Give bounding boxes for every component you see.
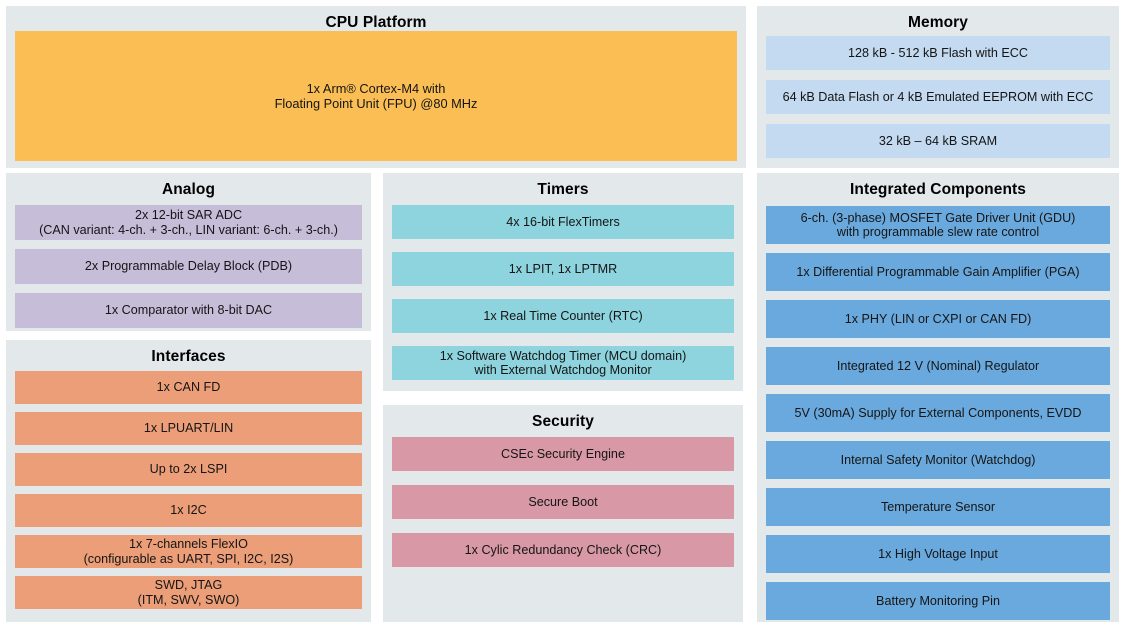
block-list-cpu-platform: 1x Arm® Cortex-M4 with Floating Point Un… [15,31,737,161]
block-lspi: Up to 2x LSPI [15,453,362,486]
block-list-timers: 4x 16-bit FlexTimers 1x LPIT, 1x LPTMR 1… [392,205,734,393]
block-data-flash-eeprom: 64 kB Data Flash or 4 kB Emulated EEPROM… [766,80,1110,114]
block-can-fd: 1x CAN FD [15,371,362,404]
panel-interfaces: Interfaces 1x CAN FD 1x LPUART/LIN Up to… [6,340,371,622]
panel-title-timers: Timers [537,181,589,198]
block-lpit-lptmr: 1x LPIT, 1x LPTMR [392,252,734,286]
block-cpu-core: 1x Arm® Cortex-M4 with Floating Point Un… [15,31,737,161]
block-secure-boot: Secure Boot [392,485,734,519]
panel-security: Security CSEc Security Engine Secure Boo… [383,405,743,622]
block-crc: 1x Cylic Redundancy Check (CRC) [392,533,734,567]
panel-title-integrated-components: Integrated Components [849,181,1027,198]
panel-analog: Analog 2x 12-bit SAR ADC (CAN variant: 4… [6,173,371,331]
panel-title-security: Security [532,413,594,430]
block-list-interfaces: 1x CAN FD 1x LPUART/LIN Up to 2x LSPI 1x… [15,371,362,617]
block-sar-adc: 2x 12-bit SAR ADC (CAN variant: 4-ch. + … [15,205,362,240]
block-pga: 1x Differential Programmable Gain Amplif… [766,253,1110,291]
block-swd-jtag: SWD, JTAG (ITM, SWV, SWO) [15,576,362,609]
block-list-integrated-components: 6-ch. (3-phase) MOSFET Gate Driver Unit … [766,206,1110,629]
block-software-watchdog-timer: 1x Software Watchdog Timer (MCU domain) … [392,346,734,380]
block-12v-regulator: Integrated 12 V (Nominal) Regulator [766,347,1110,385]
block-temperature-sensor: Temperature Sensor [766,488,1110,526]
block-flextimers: 4x 16-bit FlexTimers [392,205,734,239]
block-sram: 32 kB – 64 kB SRAM [766,124,1110,158]
panel-title-interfaces: Interfaces [151,348,226,365]
panel-title-analog: Analog [161,181,216,198]
block-comparator-dac: 1x Comparator with 8-bit DAC [15,293,362,328]
panel-title-memory: Memory [907,14,969,31]
panel-cpu-platform: CPU Platform 1x Arm® Cortex-M4 with Floa… [6,6,746,168]
block-real-time-counter: 1x Real Time Counter (RTC) [392,299,734,333]
panel-title-cpu-platform: CPU Platform [325,14,427,31]
panel-integrated-components: Integrated Components 6-ch. (3-phase) MO… [757,173,1119,622]
block-flexio: 1x 7-channels FlexIO (configurable as UA… [15,535,362,568]
block-5v-supply-evdd: 5V (30mA) Supply for External Components… [766,394,1110,432]
block-csec-security-engine: CSEc Security Engine [392,437,734,471]
block-high-voltage-input: 1x High Voltage Input [766,535,1110,573]
block-battery-monitoring-pin: Battery Monitoring Pin [766,582,1110,620]
block-lpuart-lin: 1x LPUART/LIN [15,412,362,445]
block-internal-safety-monitor: Internal Safety Monitor (Watchdog) [766,441,1110,479]
panel-timers: Timers 4x 16-bit FlexTimers 1x LPIT, 1x … [383,173,743,391]
block-list-analog: 2x 12-bit SAR ADC (CAN variant: 4-ch. + … [15,205,362,337]
block-flash-ecc: 128 kB - 512 kB Flash with ECC [766,36,1110,70]
block-phy: 1x PHY (LIN or CXPI or CAN FD) [766,300,1110,338]
block-programmable-delay-block: 2x Programmable Delay Block (PDB) [15,249,362,284]
block-list-security: CSEc Security Engine Secure Boot 1x Cyli… [392,437,734,581]
block-mosfet-gate-driver-unit: 6-ch. (3-phase) MOSFET Gate Driver Unit … [766,206,1110,244]
block-i2c: 1x I2C [15,494,362,527]
block-list-memory: 128 kB - 512 kB Flash with ECC 64 kB Dat… [766,36,1110,168]
panel-memory: Memory 128 kB - 512 kB Flash with ECC 64… [757,6,1119,168]
